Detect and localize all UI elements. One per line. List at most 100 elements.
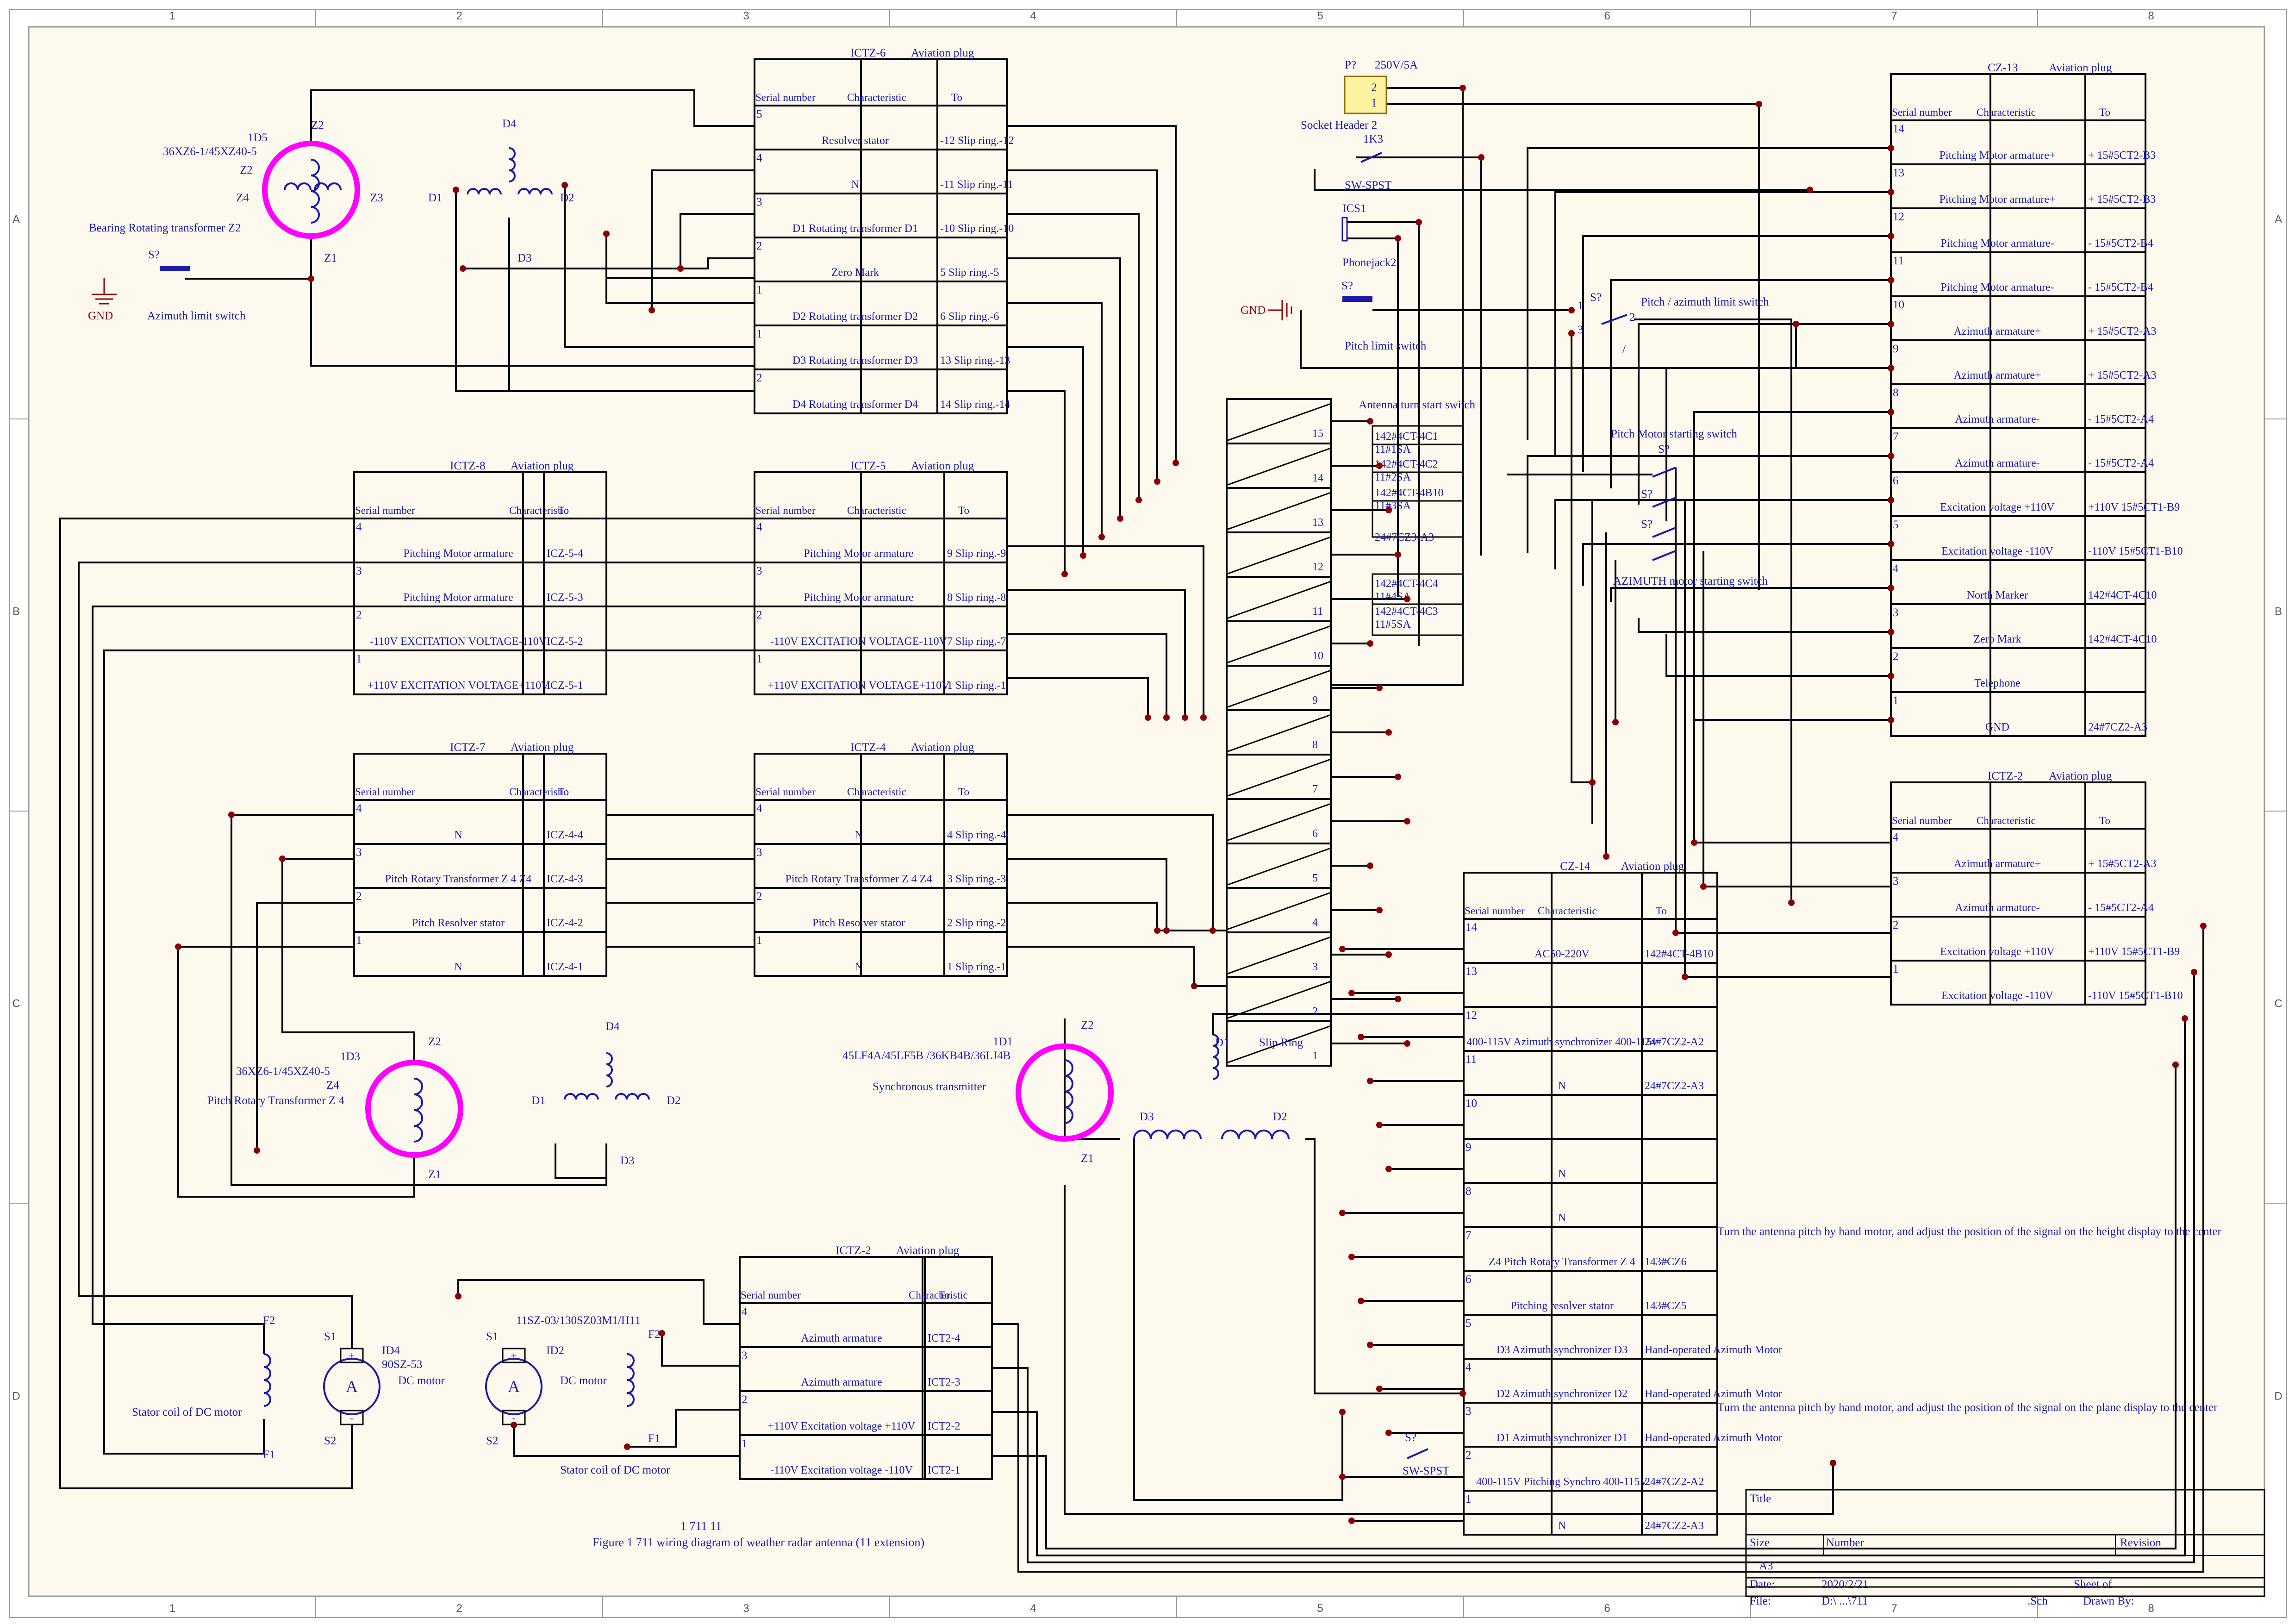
wire [1007, 302, 1103, 537]
ictz6-row-serial: 1 [756, 284, 762, 296]
ictz6-row-characteristic: D1 Rotating transformer D1 [792, 223, 918, 235]
bearing-z1-label: Z1 [324, 252, 337, 264]
ictz4-title: ICTZ-4 [850, 741, 886, 754]
wire [103, 650, 354, 1455]
slip-ring-number: 2 [1312, 1006, 1318, 1018]
tb-date: 2020/2/21 [1821, 1578, 1868, 1591]
cz14-row-to: Hand-operated Azimuth Motor [1645, 1388, 1782, 1400]
junction-dot [511, 1422, 517, 1428]
ictz4-row-characteristic: N [854, 961, 862, 973]
ictz4-row-to: 4 Slip ring.-4 [947, 829, 1006, 841]
ictz8-outline [353, 471, 607, 695]
cz13-row-characteristic: Excitation voltage +110V [1940, 501, 2055, 513]
cz14-row-serial: 2 [1466, 1449, 1472, 1462]
junction-dot [1367, 640, 1373, 647]
ictz6-row-serial: 2 [756, 372, 762, 384]
slip-ring-diagonal [1226, 669, 1331, 708]
slip-ring-diagonal [1226, 403, 1331, 442]
junction-dot [453, 187, 459, 193]
slip-ring-diagonal [1226, 714, 1331, 753]
junction-dot [1404, 1040, 1410, 1047]
junction-dot [649, 307, 655, 313]
junction-dot [1376, 1386, 1383, 1392]
cz13-row-serial: 14 [1893, 123, 1905, 135]
cz13-row-serial: 12 [1893, 211, 1904, 223]
ictz2b-block [1890, 781, 2146, 1006]
wire [1527, 455, 1891, 553]
cz13-row-characteristic: Pitching Motor armature- [1940, 237, 2054, 250]
junction-dot [1358, 1298, 1364, 1304]
cz13-row-to: + 15#5CT2-A3 [2088, 325, 2157, 337]
pitch-az-pin2: 2 [1629, 311, 1635, 324]
slip-ring-target-label: 142#4CT-4B10 [1375, 487, 1443, 499]
ictz8-row-serial: 4 [356, 521, 362, 533]
junction-dot [1888, 189, 1894, 195]
star2-d3: D3 [620, 1155, 635, 1167]
junction-dot [1888, 497, 1894, 503]
slip-ring-block [1226, 398, 1464, 1067]
junction-dot [1416, 219, 1422, 225]
cz14-row-characteristic: Z4 Pitch Rotary Transformer Z 4 [1489, 1256, 1635, 1268]
slip-ring-number: 10 [1312, 650, 1323, 662]
slip-ring-title: Slip Ring [1259, 1037, 1303, 1049]
tb-number: Number [1826, 1537, 1865, 1549]
star1-d4: D4 [502, 118, 517, 130]
cz13-row-characteristic: Pitching Motor armature+ [1940, 150, 2056, 162]
ictz6-row-characteristic: D4 Rotating transformer D4 [792, 399, 918, 411]
junction-dot [1367, 862, 1373, 869]
junction-dot [1135, 497, 1142, 503]
cz14-row-serial: 6 [1466, 1273, 1472, 1286]
wire [1610, 279, 1891, 488]
ictz5-row-to: 7 Slip ring.-7 [947, 636, 1006, 648]
antenna-turn-start-switch-label: Antenna turn start switch [1359, 399, 1476, 411]
cz13-row-serial: 10 [1893, 299, 1904, 311]
frame-row-label-left: A [12, 213, 20, 226]
junction-dot [1568, 307, 1575, 313]
pitch-limit-ref: S? [1341, 280, 1353, 292]
ictz7-row-characteristic: Pitch Resolver stator [412, 917, 505, 929]
frame-col-label-bottom: 8 [2148, 1602, 2154, 1615]
ictz6-row-to: 6 Slip ring.-6 [940, 311, 999, 323]
ictz4-outline [754, 753, 1008, 977]
tb-file: D:\ ...\711 [1821, 1595, 1868, 1607]
frame-col-label-top: 1 [169, 10, 175, 22]
frame-col-label-bottom: 3 [743, 1602, 749, 1615]
cz13-row-characteristic: Pitching Motor armature+ [1940, 194, 2056, 206]
wire [1527, 147, 1891, 440]
ictz2b-row-characteristic: Azimuth armature- [1955, 902, 2039, 914]
pitch-z4-label: Z4 [326, 1079, 339, 1092]
cz13-row-to: + 15#5CT2-B3 [2088, 194, 2156, 206]
dc2-f2: F2 [648, 1328, 660, 1341]
ictz5-row-serial: 2 [756, 609, 762, 621]
ictz4-row-to: 1 Slip ring.-1 [947, 961, 1006, 973]
ictz8-row-to: ICZ-5-3 [547, 592, 583, 604]
ictz8-row-serial: 1 [356, 653, 362, 665]
dc1-plus: + [349, 1350, 355, 1362]
ictz6-row-characteristic: D2 Rotating transformer D2 [792, 311, 918, 323]
cz14-row-to: 24#7CZ2-A3 [1645, 1080, 1704, 1092]
star2-d4: D4 [605, 1020, 620, 1033]
ictz7-row-serial: 3 [356, 846, 362, 859]
motor-start-switch-blade [1652, 467, 1676, 478]
junction-dot [1376, 907, 1383, 913]
wire [59, 518, 354, 1489]
ictz2a-row-serial: 3 [742, 1349, 748, 1362]
dc2-plus: + [511, 1350, 517, 1362]
ictz4-row-serial: 1 [756, 934, 762, 947]
header-pin1: 1 [1371, 97, 1377, 109]
cz14-row-to: 143#CZ5 [1645, 1300, 1687, 1312]
dc1-id: ID4 [382, 1344, 400, 1357]
wire [1610, 587, 1891, 602]
ictz2a-type: Aviation plug [896, 1244, 960, 1257]
ictz2b-row-to: +110V 15#5CT1-B9 [2088, 946, 2180, 958]
cz13-row-to: - 15#5CT2-B4 [2088, 237, 2153, 250]
ictz4-header-characteristic: Characteristic [847, 786, 906, 798]
junction-dot [2200, 923, 2207, 929]
slip-ring-target-label: 11#3SA [1375, 500, 1411, 512]
cz13-row-characteristic: Azimuth armature- [1955, 413, 2039, 425]
cz14-row-characteristic: N [1558, 1080, 1566, 1092]
ictz6-type: Aviation plug [911, 47, 974, 59]
ictz6-row-serial: 1 [756, 328, 762, 340]
slip-ring-number: 9 [1312, 694, 1318, 706]
